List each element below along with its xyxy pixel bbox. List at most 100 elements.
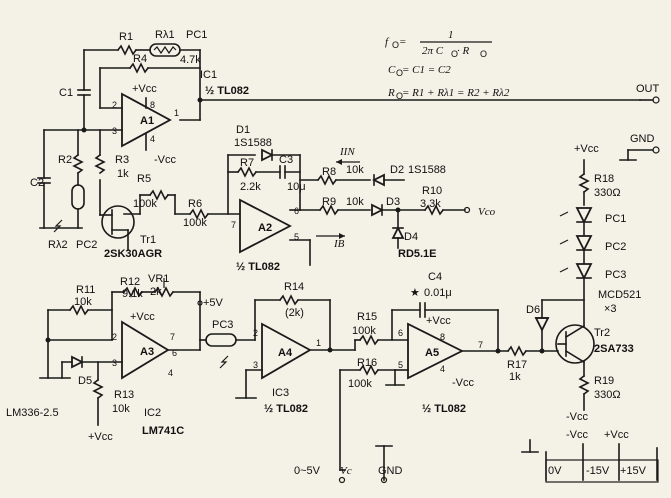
r13-label: R13: [114, 389, 134, 401]
formula-line2: C: [388, 64, 396, 76]
c4-label: C4: [428, 271, 442, 283]
gnd-terminal-right: [652, 146, 660, 154]
formula-eq: =: [399, 36, 406, 48]
a1-pin8: 8: [150, 100, 155, 110]
r13-resistor: [92, 378, 104, 400]
terminals: OUT GND 0~5V Vc GND 0V -15V +15V -Vcc +V…: [294, 83, 660, 484]
stage1-oscillator: R1 Rλ1 PC1 R4 4.7k C1 A1 2 3 1 8 4 +Vcc …: [30, 29, 641, 251]
r6-label: R6: [188, 198, 202, 210]
ic3-part: ½ TL082: [264, 403, 308, 415]
p5v-label: +5V: [203, 297, 224, 309]
a3-opamp: [121, 320, 170, 380]
r17-value: 1k: [509, 371, 521, 383]
r9-resistor: [318, 204, 340, 216]
d4-label: D4: [404, 231, 418, 243]
r9-value: 10k: [346, 196, 364, 208]
d5-part: LM336-2.5: [6, 407, 59, 419]
pc2-photocoupler: [71, 184, 85, 210]
p15-label: +15V: [620, 465, 647, 477]
tr1-label: Tr1: [140, 234, 156, 246]
ic1-part: ½ TL082: [205, 85, 249, 97]
formula-line2-rest: = C1 = C2: [402, 64, 451, 76]
out-vcc-plus: +Vcc: [574, 143, 599, 155]
r9-label: R9: [322, 196, 336, 208]
d2-part: 1S1588: [408, 164, 446, 176]
d4-zener: [391, 225, 405, 239]
formula-den-sub2: O: [480, 49, 487, 59]
d6-label: D6: [526, 304, 540, 316]
vr1-potentiometer: [153, 286, 175, 298]
stage2-vco-control: Tr1 2SK30AGR R5 100k R6 100k A2 7 6 5 ½ …: [99, 124, 496, 273]
out-terminal: [652, 96, 660, 104]
pc3-led: [575, 263, 593, 281]
r1-resistor: [116, 44, 138, 56]
vr1-value: 2k: [150, 286, 162, 298]
a1-vcc-minus: -Vcc: [154, 154, 177, 166]
r15-resistor: [358, 334, 380, 346]
formula-den: 2π C: [422, 45, 444, 57]
rl1-label: Rλ1: [155, 29, 175, 41]
a4-pin2: 2: [253, 328, 258, 338]
r5-label: R5: [137, 173, 151, 185]
r7-label: R7: [240, 157, 254, 169]
iin-label: IIN: [339, 146, 355, 158]
a3-label: A3: [140, 346, 154, 358]
a2-pin5: 5: [294, 232, 299, 242]
a3-pin6: 6: [172, 348, 177, 358]
vc-label: Vc: [340, 465, 352, 477]
r12-value: 9.1k: [122, 288, 143, 300]
r17-label: R17: [507, 359, 527, 371]
pc3-photocoupler: [205, 333, 237, 347]
power-terminal-block: [545, 459, 659, 483]
r2-label: R2: [58, 154, 72, 166]
d1-label: D1: [236, 124, 250, 136]
r11-label: R11: [76, 284, 95, 296]
formula-line3: R: [387, 87, 395, 99]
a5-pin7: 7: [478, 340, 483, 350]
a5-pin6: 6: [398, 328, 403, 338]
tr2-label: Tr2: [594, 327, 610, 339]
r5-resistor: [148, 189, 170, 201]
a2-label: A2: [258, 222, 272, 234]
r10-label: R10: [422, 185, 442, 197]
a5-part: ½ TL082: [422, 403, 466, 415]
r4-label: R4: [133, 53, 147, 65]
formula-line2-sub: O: [396, 68, 403, 78]
a1-vcc-plus: +Vcc: [132, 83, 157, 95]
c3-label: C3: [279, 154, 293, 166]
c3-value: 10μ: [287, 181, 306, 193]
d5-reference-diode: [71, 355, 85, 369]
c4-star: ★: [410, 287, 420, 299]
m15-label: -15V: [586, 465, 610, 477]
a3-pin2: 2: [112, 332, 117, 342]
r3-resistor: [94, 153, 106, 175]
r12-label: R12: [120, 276, 140, 288]
a4-opamp: [261, 322, 312, 380]
vc-range-label: 0~5V: [294, 465, 321, 477]
formula-line3-sub: O: [396, 91, 403, 101]
d2-diode: [371, 173, 385, 187]
pc2-led: [575, 235, 593, 253]
pc2-label: PC2: [76, 239, 97, 251]
a2-opamp: [239, 198, 292, 254]
rl2-label: Rλ2: [48, 239, 68, 251]
a1-label: A1: [140, 115, 154, 127]
stage4-buffer: R14 (2k) A4 2 3 1 IC3 ½ TL082: [235, 281, 356, 415]
c1-label: C1: [59, 87, 73, 99]
r8-resistor: [316, 174, 338, 186]
r8-label: R8: [322, 166, 336, 178]
tr2-transistor: [555, 324, 595, 364]
gnd-terminal-label: GND: [630, 133, 655, 145]
formula-fo-lhs: f: [385, 36, 390, 48]
r2-resistor: [72, 153, 84, 175]
d6-diode: [534, 317, 550, 333]
led-pc2-label: PC2: [605, 241, 626, 253]
formula-fo-sub: O: [392, 40, 399, 50]
r18-label: R18: [594, 173, 614, 185]
a1-pin4: 4: [150, 134, 155, 144]
ic1-label: IC1: [200, 69, 217, 81]
r4-value: 4.7k: [180, 54, 201, 66]
a4-pin1: 1: [316, 338, 321, 348]
ov-label: 0V: [548, 465, 562, 477]
